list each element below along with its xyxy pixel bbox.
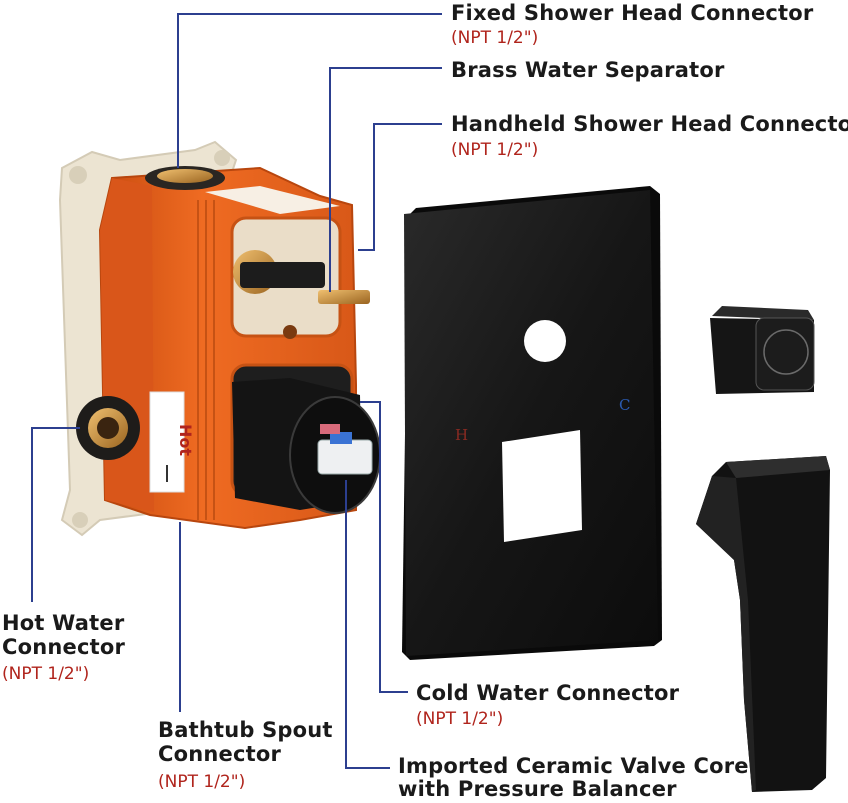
label-hot-water-line2: Connector [2,635,126,659]
lever-handle [696,456,830,792]
trim-plate: H C [402,186,662,660]
plate-handle-opening [502,430,582,542]
mount-tab-hole [69,166,87,184]
callout-cold [360,401,408,693]
hot-sticker-label: Hot [176,424,195,456]
label-hot-water-line1: Hot Water [2,611,125,635]
callout-handheld [358,123,442,251]
lever-highlight [726,456,830,478]
orange-housing-side [100,178,154,512]
lever-side [696,476,756,792]
plate-face [404,190,658,656]
label-ceramic-line2: with Pressure Balancer [398,777,677,801]
label-ceramic-line1: Imported Ceramic Valve Core [398,754,749,778]
callout-brass [329,67,442,292]
ceramic-core-pink [320,424,340,434]
label-bathtub-line1: Bathtub Spout [158,718,333,742]
mount-tab-hole [72,512,88,528]
housing-ribs [197,200,215,520]
spec-cold-water: (NPT 1/2") [416,709,504,729]
plate-upper-hole [524,320,566,362]
label-handheld-shower-head: Handheld Shower Head Connector [451,112,848,136]
cap-top [712,306,814,320]
ceramic-core-white [317,439,373,475]
label-fixed-shower-head: Fixed Shower Head Connector [451,1,814,25]
separator-stem [240,262,325,288]
spec-bathtub: (NPT 1/2") [158,772,246,792]
spec-handheld-shower-head: (NPT 1/2") [451,140,539,160]
spec-hot-water: (NPT 1/2") [2,664,90,684]
callout-hot [31,427,80,602]
callout-lines [31,13,442,769]
spec-fixed-shower-head: (NPT 1/2") [451,28,539,48]
plate-hot-mark: H [455,426,468,444]
callout-ceramic [345,480,390,769]
plate-cold-mark: C [619,396,630,414]
label-brass-separator: Brass Water Separator [451,58,725,82]
label-cold-water: Cold Water Connector [416,681,680,705]
cap-face-ring [763,329,809,375]
hot-inlet-bore [97,417,119,439]
mount-tab-hole [214,150,230,166]
handle-cap [710,306,815,394]
callout-fixed [177,13,442,168]
separator-brass-pin [318,290,370,304]
rough-in-valve-body: Hot [58,140,381,537]
ceramic-core-blue [330,432,352,444]
top-sticker [205,186,340,214]
screw-hole [283,325,297,339]
top-outlet-thread [157,169,213,183]
label-bathtub-line2: Connector [158,742,282,766]
